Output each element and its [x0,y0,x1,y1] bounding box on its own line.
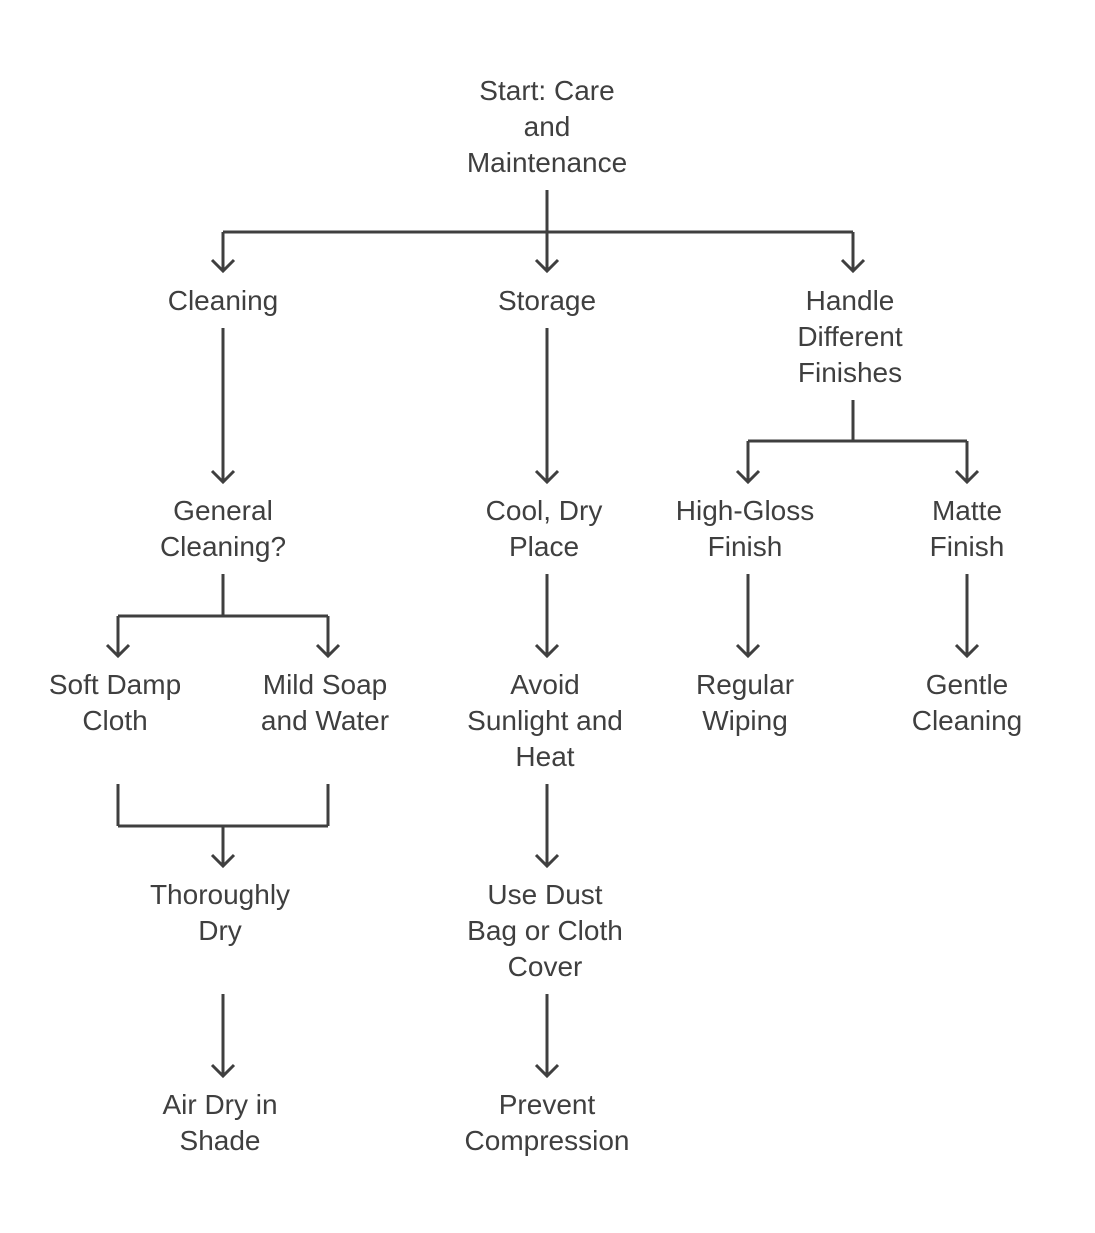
connector-start-branches [221,190,855,270]
arrowhead [210,258,236,274]
node-use-dust-bag: Use Dust Bag or Cloth Cover [467,879,623,982]
node-regular-wiping: Regular Wiping [695,669,795,736]
arrowhead [954,469,980,485]
connector-general-branches [116,574,330,656]
arrowhead [315,643,341,659]
arrowhead [534,643,560,659]
node-cool-dry-place: Cool, Dry Place [485,495,603,562]
arrowhead [534,853,560,869]
arrowhead [210,853,236,869]
node-avoid-sunlight: Avoid Sunlight and Heat [467,669,623,772]
arrowhead [735,469,761,485]
node-soft-damp-cloth: Soft Damp Cloth [48,669,182,736]
arrowhead [210,469,236,485]
arrowhead [105,643,131,659]
node-handle-finishes: Handle Different Finishes [797,285,903,388]
node-thoroughly-dry: Thoroughly Dry [149,879,291,946]
arrowhead [210,1063,236,1079]
connector-merge-dry [116,784,330,866]
arrowhead [534,258,560,274]
node-general-cleaning: General Cleaning? [159,495,287,562]
arrowhead [840,258,866,274]
node-high-gloss: High-Gloss Finish [675,495,815,562]
node-start: Start: Care and Maintenance [466,75,628,178]
node-matte-finish: Matte Finish [929,495,1005,562]
node-cleaning: Cleaning [167,285,279,316]
arrowhead [534,469,560,485]
node-gentle-cleaning: Gentle Cleaning [911,669,1023,736]
arrowhead [534,1063,560,1079]
node-air-dry: Air Dry in Shade [162,1089,278,1156]
node-mild-soap: Mild Soap and Water [260,669,390,736]
connector-finishes-branches [746,400,969,482]
node-prevent-compression: Prevent Compression [464,1089,630,1156]
arrowhead [954,643,980,659]
node-storage: Storage [497,285,597,316]
arrowhead [735,643,761,659]
